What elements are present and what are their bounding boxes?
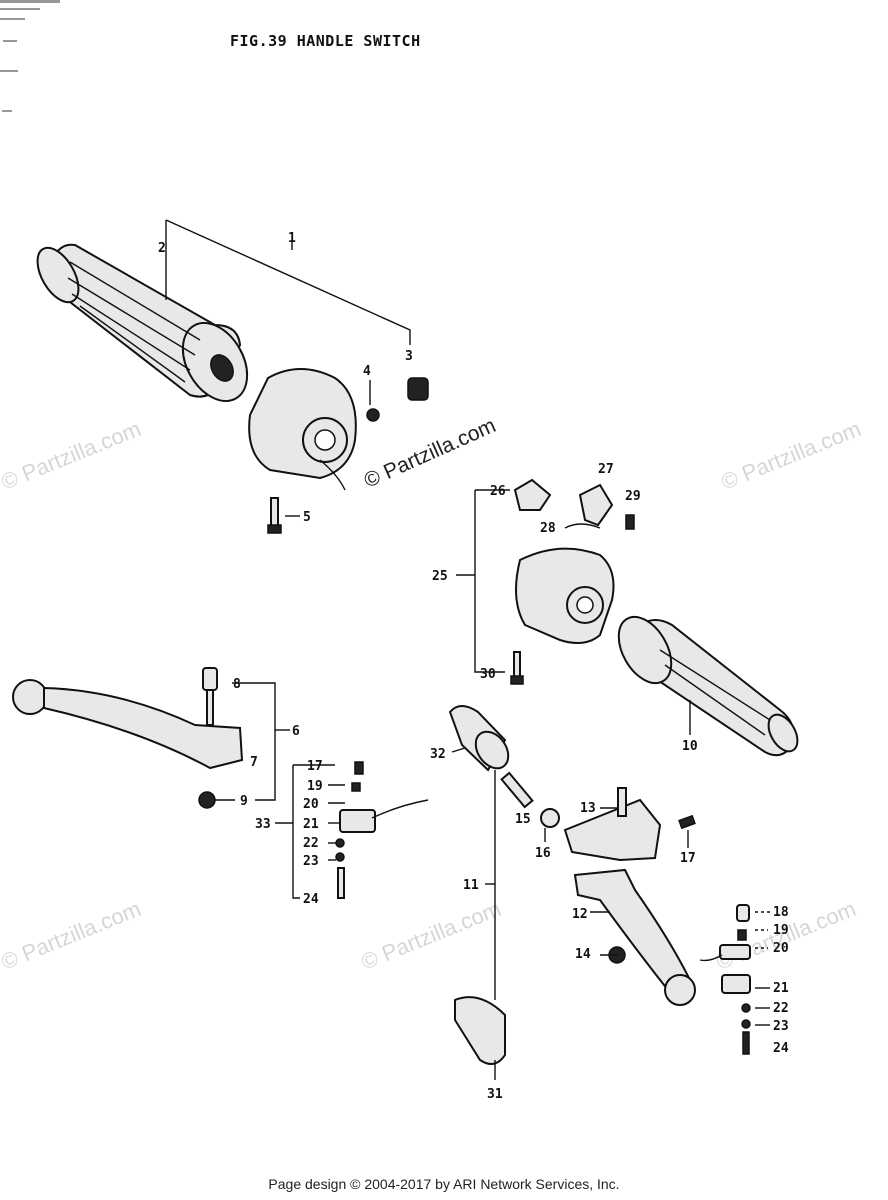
throttle-tube [448, 705, 510, 772]
callout-31: 31 [487, 1087, 503, 1102]
brake-lever-bracket [563, 787, 662, 862]
callout-9: 9 [240, 794, 248, 809]
watermark-main: © Partzilla.com [361, 414, 500, 493]
part-9-nut [198, 791, 216, 809]
part-15-bolt [500, 771, 534, 809]
figure-title: FIG.39 HANDLE SWITCH [230, 32, 421, 50]
left-switch-housing [248, 368, 357, 491]
callout-17: 17 [680, 851, 696, 866]
callout-3: 3 [405, 349, 413, 364]
callout-19: 19 [773, 923, 789, 938]
callout-21-left: 21 [303, 817, 319, 832]
callout-30: 30 [480, 667, 496, 682]
callout-24: 24 [773, 1041, 789, 1056]
callout-6: 6 [292, 724, 300, 739]
part-16-collar [540, 808, 560, 828]
callout-20-left: 20 [303, 797, 319, 812]
callout-12: 12 [572, 907, 588, 922]
callout-13: 13 [580, 801, 596, 816]
part-8-bolt [202, 667, 218, 726]
callout-21: 21 [773, 981, 789, 996]
callout-22-left: 22 [303, 836, 319, 851]
page-footer: Page design © 2004-2017 by ARI Network S… [268, 1176, 620, 1192]
callout-19-left: 19 [307, 779, 323, 794]
part-3-clip [407, 377, 429, 401]
right-switch-housing [515, 547, 615, 645]
callout-26: 26 [490, 484, 506, 499]
callout-23: 23 [773, 1019, 789, 1034]
callout-27: 27 [598, 462, 614, 477]
callout-16: 16 [535, 846, 551, 861]
callout-24-left: 24 [303, 892, 319, 907]
part-30-screw [510, 651, 524, 685]
part-26-button [513, 478, 552, 511]
left-grip [36, 243, 249, 402]
watermark-3: © Partzilla.com [0, 896, 144, 975]
callout-11: 11 [463, 878, 479, 893]
callout-labels: 1 2 3 4 5 6 7 8 9 10 11 12 13 14 15 16 1… [158, 231, 789, 1102]
part-17-screw [678, 814, 696, 830]
left-lever [12, 679, 244, 770]
part-27-button [578, 483, 614, 527]
callout-32: 32 [430, 747, 446, 762]
brake-lever [573, 868, 696, 1006]
callout-17-left: 17 [307, 759, 323, 774]
callout-29: 29 [625, 489, 641, 504]
callout-5: 5 [303, 510, 311, 525]
callout-7: 7 [250, 755, 258, 770]
callout-33: 33 [255, 817, 271, 832]
right-lever-switch [699, 904, 751, 1055]
callout-10: 10 [682, 739, 698, 754]
right-grip [617, 615, 799, 757]
leader-lines [165, 219, 770, 1080]
callout-15: 15 [515, 812, 531, 827]
callout-18: 18 [773, 905, 789, 920]
callout-1: 1 [288, 231, 296, 246]
part-31-cover [454, 996, 506, 1065]
part-5-screw [267, 497, 282, 534]
scan-noise [0, 0, 60, 112]
callout-20: 20 [773, 941, 789, 956]
watermark-2: © Partzilla.com [718, 416, 865, 495]
part-28-spring [564, 523, 601, 529]
callout-22: 22 [773, 1001, 789, 1016]
watermark-1: © Partzilla.com [0, 416, 144, 495]
callout-8: 8 [233, 677, 241, 692]
part-4-nut [366, 408, 380, 422]
callout-25: 25 [432, 569, 448, 584]
callout-23-left: 23 [303, 854, 319, 869]
callout-14: 14 [575, 947, 591, 962]
callout-28: 28 [540, 521, 556, 536]
left-lever-switch [335, 761, 429, 899]
watermark-4: © Partzilla.com [358, 896, 505, 975]
callout-2: 2 [158, 241, 166, 256]
callout-4: 4 [363, 364, 371, 379]
part-29-screw [625, 514, 635, 530]
